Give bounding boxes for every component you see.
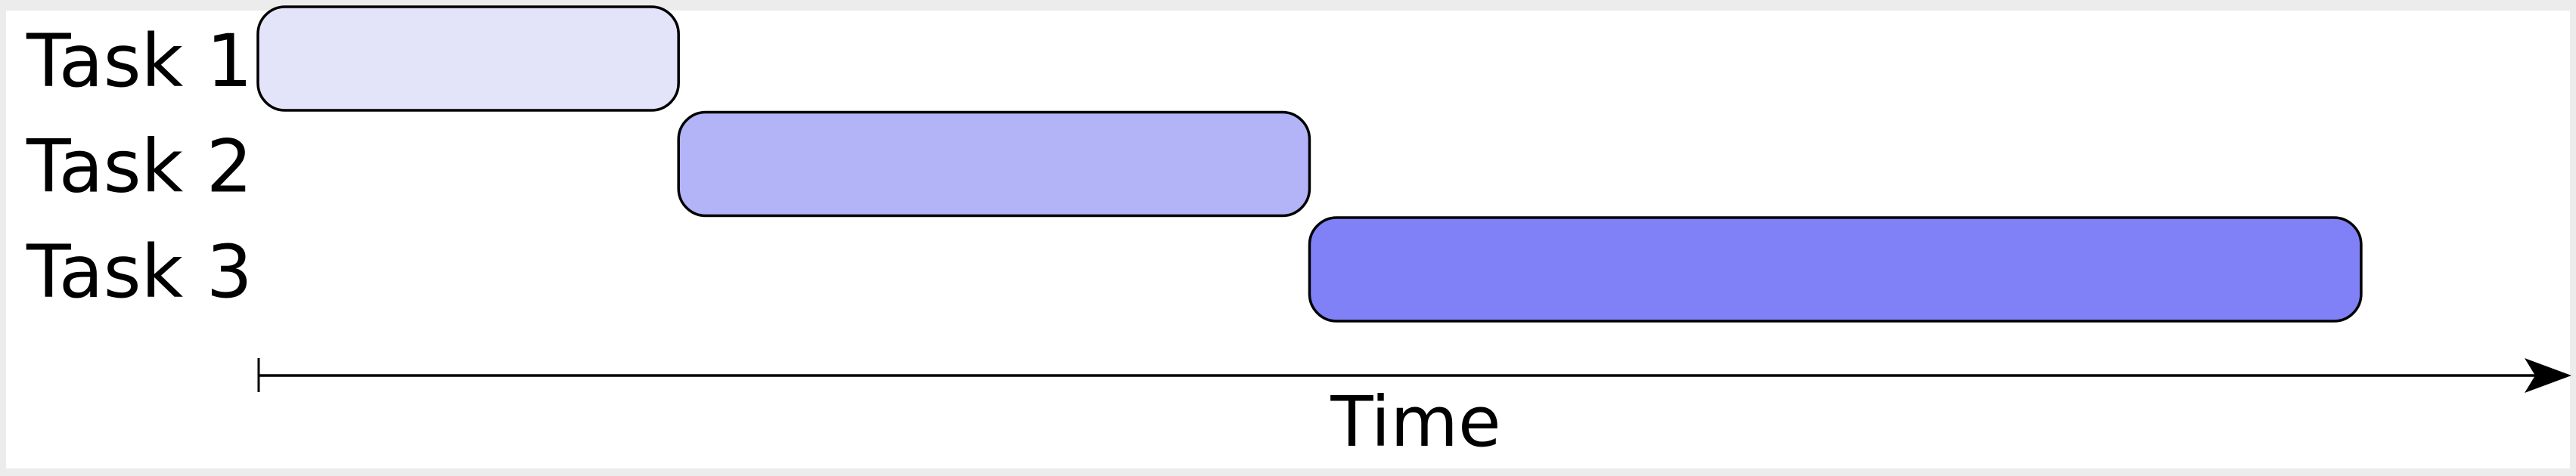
task-label-3: Task 3: [26, 230, 253, 314]
task-bar-3: [1308, 216, 2363, 323]
task-bar-1: [256, 5, 680, 112]
time-axis-label: Time: [1330, 382, 1501, 462]
time-axis-arrowhead: [2525, 358, 2571, 393]
task-label-1: Task 1: [26, 19, 253, 104]
task-bar-2: [677, 110, 1311, 218]
task-label-2: Task 2: [26, 125, 253, 209]
